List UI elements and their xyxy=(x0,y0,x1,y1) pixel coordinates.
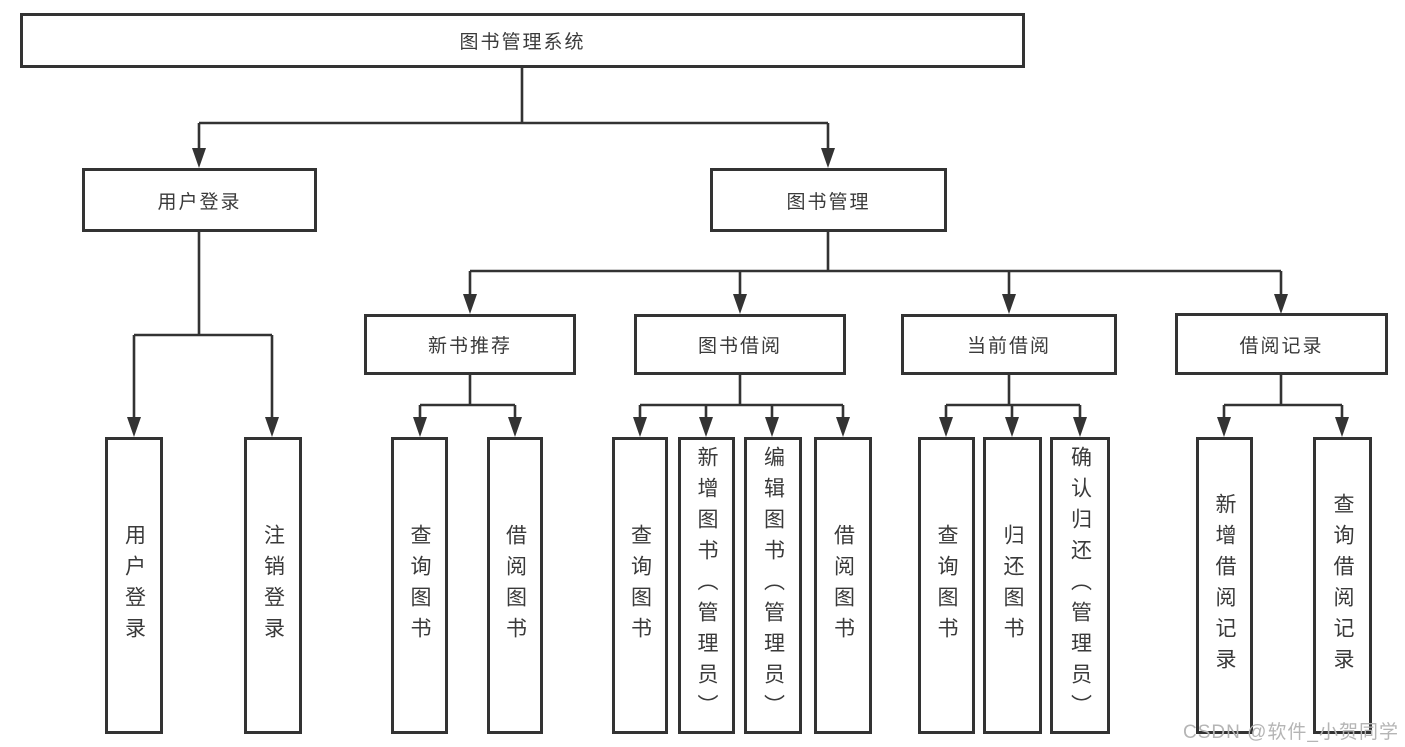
node-new-book-recommend-label: 新书推荐 xyxy=(427,336,512,357)
node-leaf-borrow-books-1-label: 借阅图书 xyxy=(503,523,527,648)
node-book-borrow-label: 图书借阅 xyxy=(697,336,782,357)
node-leaf-query-books-3-label: 查询图书 xyxy=(935,523,958,648)
node-leaf-query-borrow-record: 查询借阅记录 xyxy=(1313,437,1372,734)
node-leaf-user-login-label: 用户登录 xyxy=(122,523,146,648)
node-leaf-logout-label: 注销登录 xyxy=(261,523,285,648)
node-leaf-add-books-admin-label: 新增图书（管理员） xyxy=(695,446,718,725)
node-leaf-query-books-1: 查询图书 xyxy=(391,437,448,734)
node-leaf-confirm-return-admin-label: 确认归还（管理员） xyxy=(1068,446,1092,725)
node-leaf-query-books-1-label: 查询图书 xyxy=(408,523,431,648)
node-leaf-confirm-return-admin: 确认归还（管理员） xyxy=(1050,437,1110,734)
node-book-borrow: 图书借阅 xyxy=(634,314,846,375)
node-leaf-query-books-2: 查询图书 xyxy=(612,437,668,734)
node-leaf-query-books-3: 查询图书 xyxy=(918,437,975,734)
node-leaf-borrow-books-1: 借阅图书 xyxy=(487,437,543,734)
node-leaf-user-login: 用户登录 xyxy=(105,437,163,734)
node-leaf-edit-books-admin: 编辑图书（管理员） xyxy=(744,437,802,734)
node-leaf-query-borrow-record-label: 查询借阅记录 xyxy=(1331,492,1354,679)
node-leaf-add-borrow-record-label: 新增借阅记录 xyxy=(1213,492,1236,679)
node-borrow-records: 借阅记录 xyxy=(1175,313,1388,375)
node-book-management-label: 图书管理 xyxy=(786,191,871,213)
node-current-borrow-label: 当前借阅 xyxy=(966,336,1051,357)
node-leaf-borrow-books-2: 借阅图书 xyxy=(814,437,872,734)
node-root-label: 图书管理系统 xyxy=(459,32,586,53)
node-current-borrow: 当前借阅 xyxy=(901,314,1117,375)
node-book-management: 图书管理 xyxy=(710,168,947,232)
node-leaf-return-books-label: 归还图书 xyxy=(1001,523,1024,648)
node-leaf-logout: 注销登录 xyxy=(244,437,302,734)
node-leaf-return-books: 归还图书 xyxy=(983,437,1042,734)
node-user-login: 用户登录 xyxy=(82,168,317,232)
watermark: CSDN @软件_小贺同学 xyxy=(1183,722,1399,743)
node-root: 图书管理系统 xyxy=(20,13,1025,68)
node-new-book-recommend: 新书推荐 xyxy=(364,314,576,375)
arrowheads xyxy=(127,148,1349,437)
node-user-login-label: 用户登录 xyxy=(157,191,242,213)
node-leaf-add-borrow-record: 新增借阅记录 xyxy=(1196,437,1253,734)
node-leaf-edit-books-admin-label: 编辑图书（管理员） xyxy=(761,446,785,725)
node-leaf-add-books-admin: 新增图书（管理员） xyxy=(678,437,735,734)
node-leaf-borrow-books-2-label: 借阅图书 xyxy=(831,523,855,648)
node-leaf-query-books-2-label: 查询图书 xyxy=(628,523,652,648)
node-borrow-records-label: 借阅记录 xyxy=(1239,335,1324,357)
